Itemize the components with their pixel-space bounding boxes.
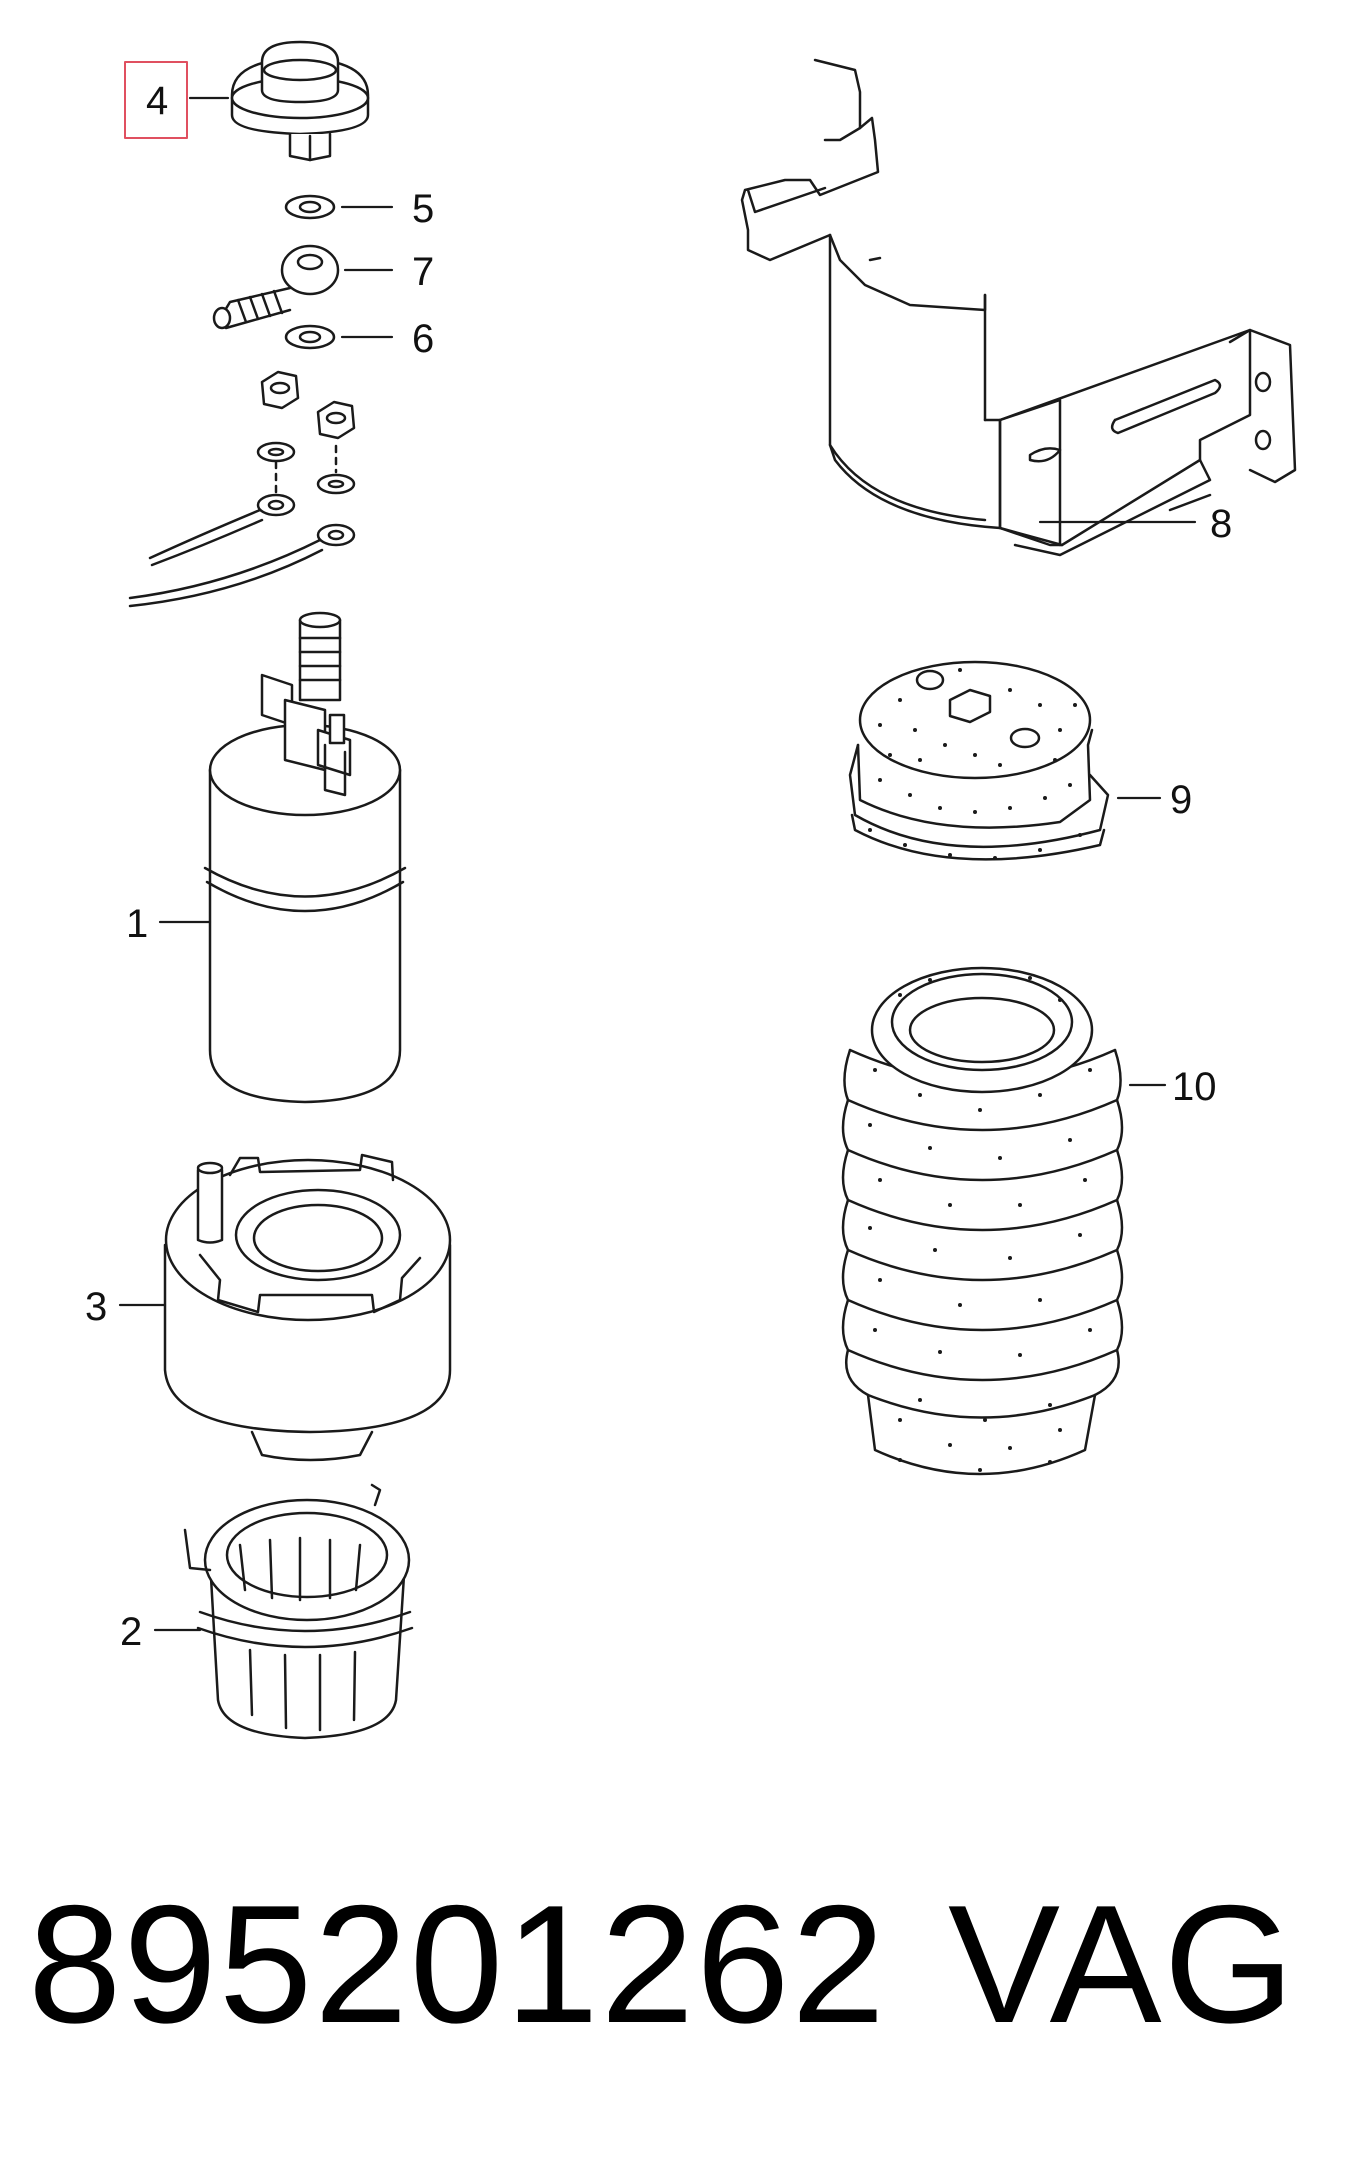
callout-9: 9 [1170, 778, 1192, 822]
part-3-housing [163, 1153, 452, 1462]
part-7-banjo-fitting [212, 244, 340, 330]
callout-6: 6 [412, 317, 434, 361]
brand-text: VAG [948, 1870, 1297, 2058]
part-8-bracket [740, 58, 1297, 557]
callout-5: 5 [412, 187, 434, 231]
part-5-washer [284, 194, 336, 220]
part-4-cap [230, 40, 370, 162]
part-number-text: 895201262 [28, 1870, 887, 2058]
leader-lines [118, 96, 1197, 1632]
part-10-bellows [841, 966, 1124, 1476]
callout-4-highlight [124, 61, 188, 139]
bellows-dots [868, 976, 1092, 1472]
callout-10: 10 [1172, 1065, 1217, 1109]
damper-dots [868, 668, 1082, 860]
part-6-washer [284, 324, 336, 350]
callout-4: 4 [146, 79, 168, 123]
callout-3: 3 [85, 1285, 107, 1329]
callout-2: 2 [120, 1610, 142, 1654]
part-9-damper [848, 660, 1110, 861]
callout-7: 7 [412, 250, 434, 294]
callout-1: 1 [126, 902, 148, 946]
part-2-strainer [183, 1483, 414, 1740]
part-1-fuel-pump [203, 611, 407, 1104]
callout-8: 8 [1210, 502, 1232, 546]
terminal-hardware [128, 370, 356, 608]
